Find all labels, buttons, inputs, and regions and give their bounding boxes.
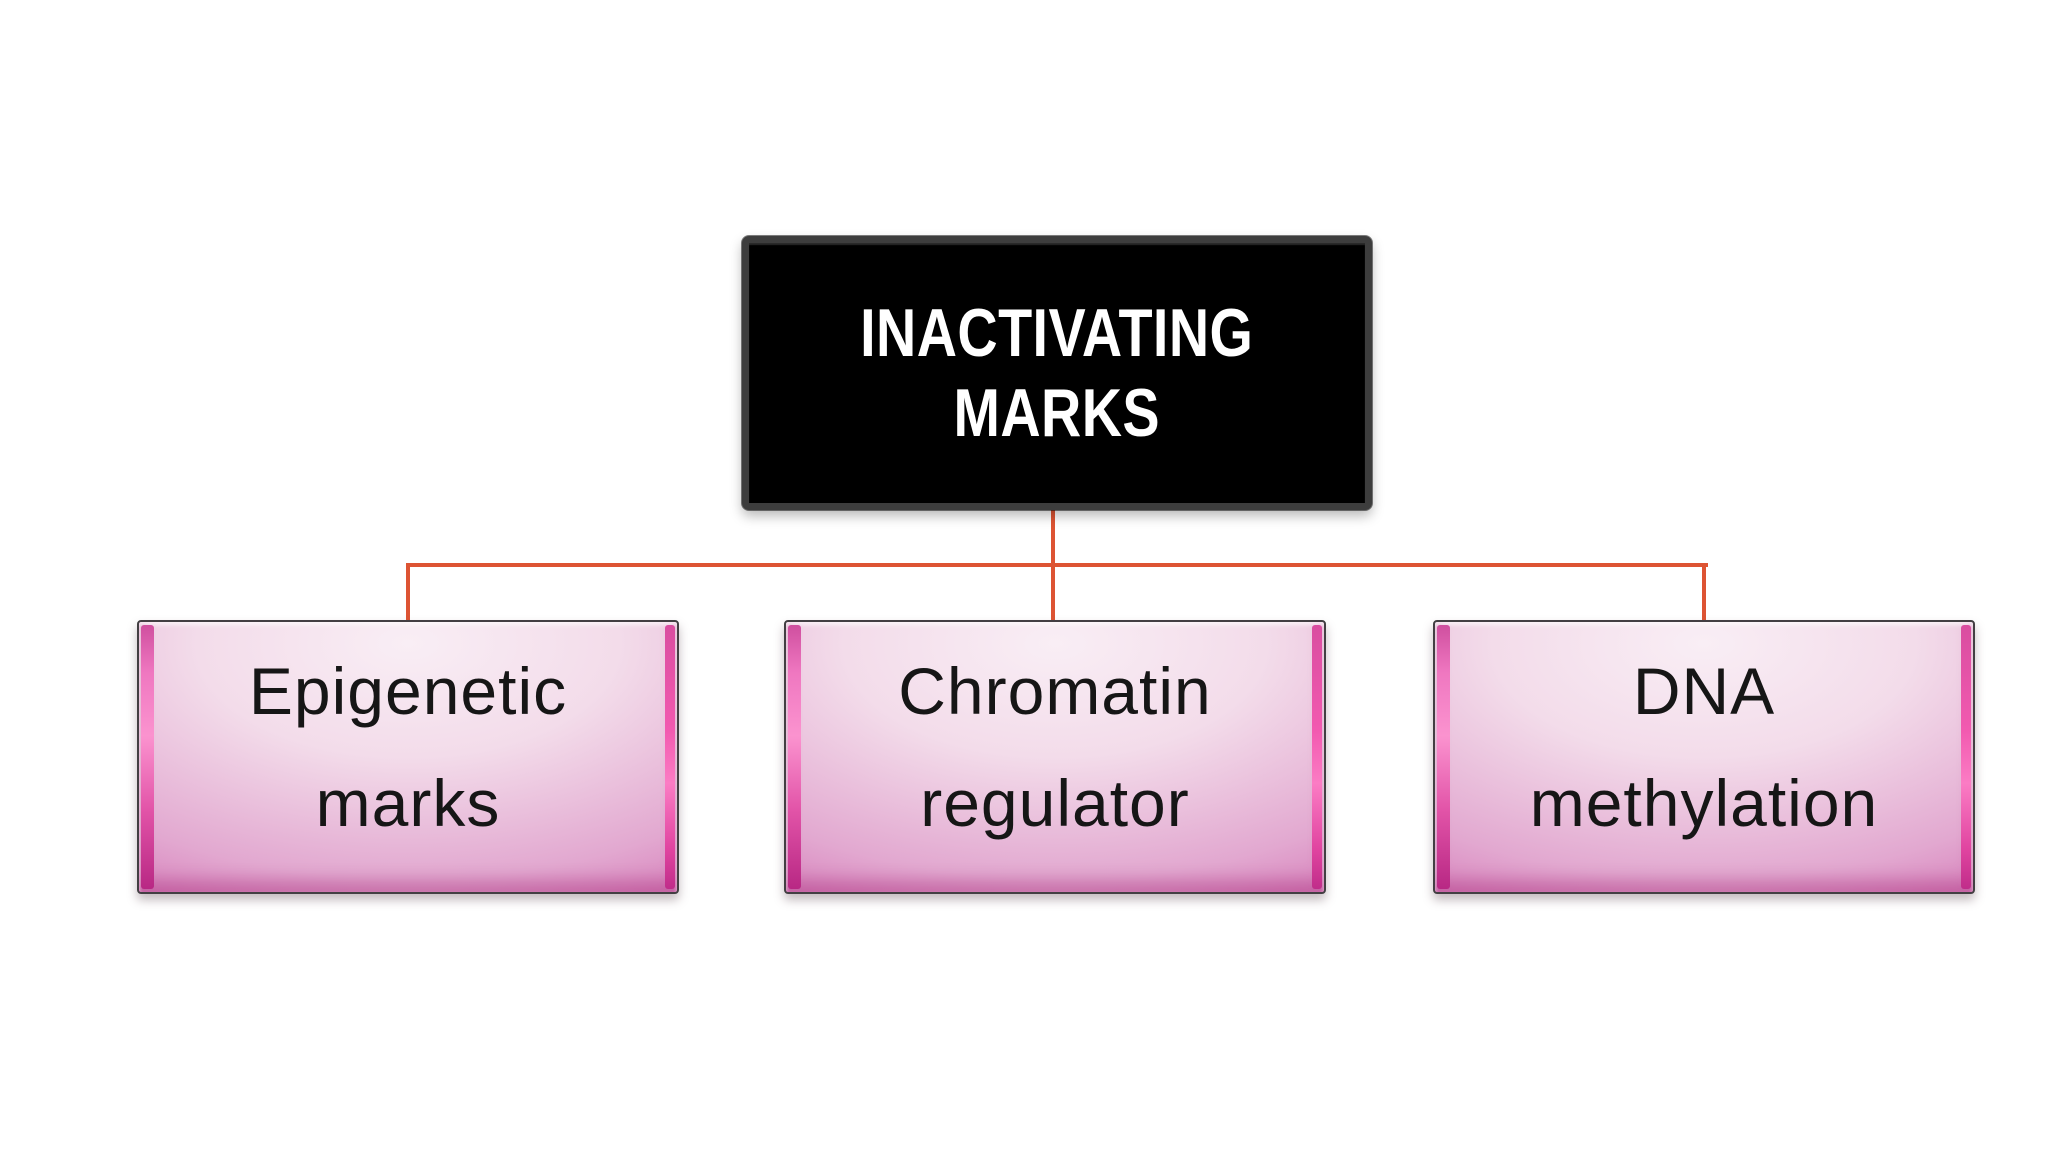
node-dna-methylation: DNA methylation	[1433, 620, 1975, 894]
connector-drop-left	[406, 563, 410, 623]
connector-rail	[406, 563, 1708, 567]
node-inactivating-marks-label: INACTIVATING MARKS	[860, 293, 1253, 453]
node-dna-methylation-label: DNA methylation	[1530, 635, 1879, 879]
node-label-line-1: INACTIVATING	[860, 295, 1254, 371]
connector-drop-middle	[1051, 563, 1055, 623]
node-chromatin-regulator-label: Chromatin regulator	[898, 635, 1211, 879]
node-label-line-2: marks	[315, 766, 501, 840]
node-epigenetic-marks-label: Epigenetic marks	[249, 635, 567, 879]
node-label-line-2: methylation	[1529, 766, 1879, 840]
node-chromatin-regulator: Chromatin regulator	[784, 620, 1326, 894]
connector-root-drop	[1051, 506, 1055, 567]
node-epigenetic-marks: Epigenetic marks	[137, 620, 679, 894]
node-label-line-2: MARKS	[953, 375, 1161, 451]
node-label-line-2: regulator	[920, 766, 1190, 840]
node-label-line-1: DNA	[1632, 654, 1776, 728]
node-label-line-1: Chromatin	[898, 654, 1212, 728]
connector-drop-right	[1702, 563, 1706, 623]
node-inactivating-marks: INACTIVATING MARKS	[742, 236, 1372, 510]
node-label-line-1: Epigenetic	[248, 654, 568, 728]
